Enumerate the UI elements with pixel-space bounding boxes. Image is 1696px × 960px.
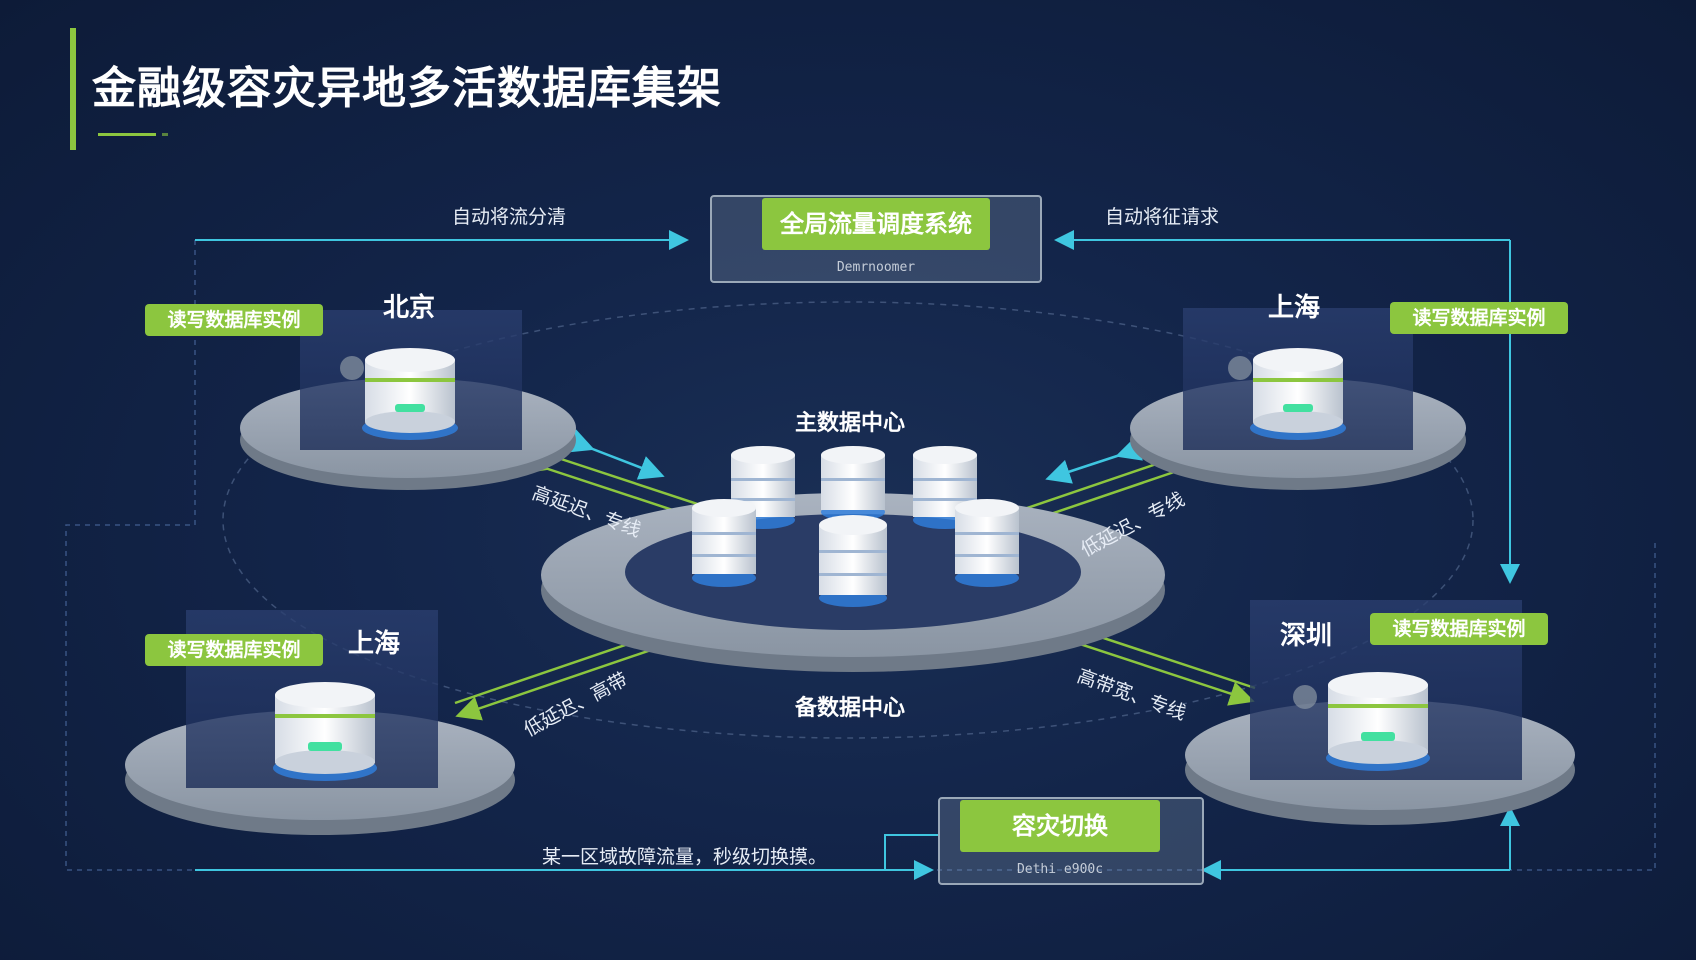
title-underline-dot bbox=[162, 133, 168, 136]
db-icon-center-5 bbox=[819, 515, 887, 607]
primary-dc-label: 主数据中心 bbox=[795, 411, 906, 436]
backup-dc-label: 备数据中心 bbox=[795, 696, 906, 721]
db-icon-center-6 bbox=[955, 499, 1019, 587]
db-icon-shanghai-top bbox=[1250, 348, 1346, 440]
db-icon-center-2 bbox=[821, 446, 885, 521]
db-icon-center-4 bbox=[692, 499, 756, 587]
flow-line-bottom-step bbox=[884, 834, 940, 870]
db-icon-beijing bbox=[362, 348, 458, 440]
failover-sub: Dethi e900c bbox=[1016, 862, 1104, 877]
tag-beijing: 读写数据库实例 bbox=[145, 304, 323, 336]
city-shanghai-bottom: 上海 bbox=[348, 629, 401, 659]
tag-shenzhen: 读写数据库实例 bbox=[1370, 613, 1548, 645]
db-icon-center-1 bbox=[731, 446, 795, 529]
page-title: 金融级容灾异地多活数据库集架 bbox=[92, 63, 722, 114]
arrow-shanghai-center bbox=[1045, 436, 1143, 484]
db-icon-shanghai-bottom bbox=[273, 682, 377, 781]
region-ellipse bbox=[222, 301, 1474, 739]
title-underline bbox=[98, 133, 156, 136]
outer-dashed-frame bbox=[65, 240, 1656, 871]
tag-shanghai-bottom: 读写数据库实例 bbox=[145, 634, 323, 666]
flow-text-bottom: 某一区域故障流量，秒级切换摸。 bbox=[542, 846, 828, 868]
global-scheduler-sub: Demrnoomer bbox=[836, 260, 916, 275]
city-shanghai-top: 上海 bbox=[1268, 293, 1321, 323]
tag-shanghai-top: 读写数据库实例 bbox=[1390, 302, 1568, 334]
failover-label[interactable]: 容灾切换 bbox=[960, 800, 1160, 852]
title-accent-bar bbox=[70, 28, 76, 150]
city-shenzhen: 深圳 bbox=[1280, 621, 1333, 651]
global-scheduler-label[interactable]: 全局流量调度系统 bbox=[762, 198, 990, 250]
flow-text-right: 自动将征请求 bbox=[1105, 206, 1220, 228]
flow-text-left: 自动将流分清 bbox=[452, 206, 567, 228]
arrow-beijing-center bbox=[566, 429, 665, 480]
center-db-cluster bbox=[692, 446, 1019, 607]
db-icon-shenzhen bbox=[1326, 672, 1430, 771]
city-beijing: 北京 bbox=[383, 293, 436, 323]
